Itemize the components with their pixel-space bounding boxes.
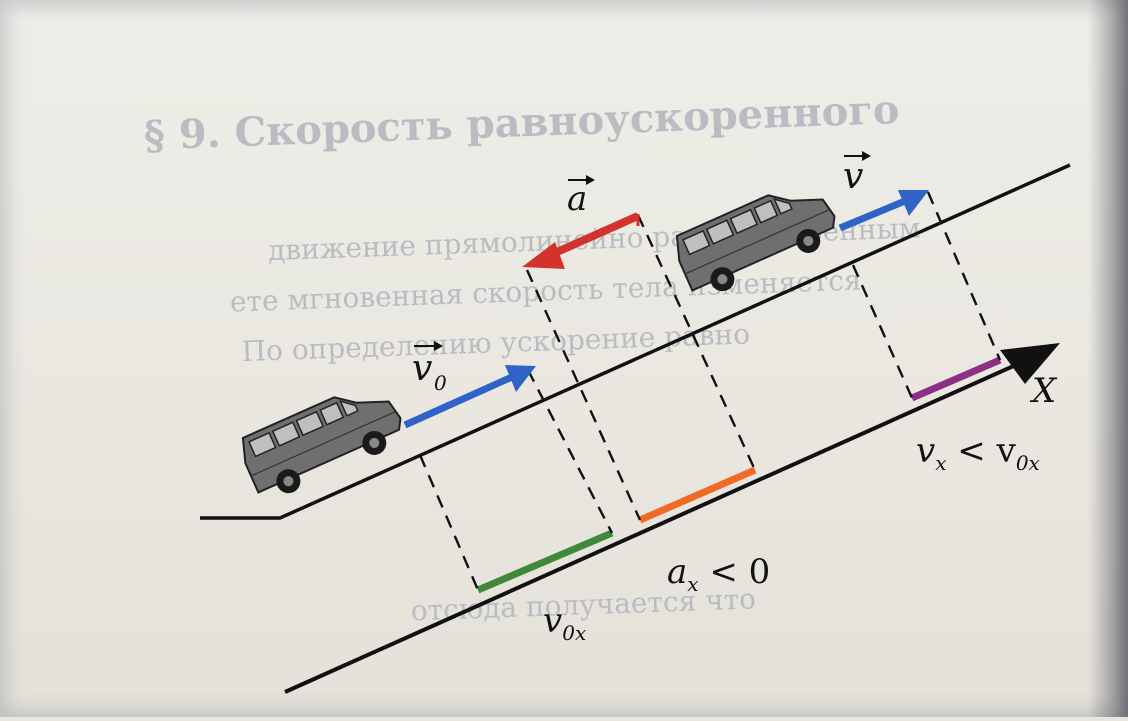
projection-v-start — [851, 264, 914, 399]
projection-a-start — [525, 269, 642, 521]
arrow-icon — [898, 190, 929, 216]
bg-heading: § 9. Скорость равноускоренного — [143, 86, 900, 159]
arrow-icon — [505, 365, 536, 392]
label-v0-main: v — [412, 348, 432, 389]
vx-segment — [910, 356, 1002, 402]
arrow-icon — [522, 242, 565, 269]
background-page-text: § 9. Скорость равноускоренного движение … — [143, 86, 921, 627]
x-axis: X — [284, 343, 1060, 694]
ax-relation-label: ax < 0 — [667, 552, 770, 596]
projection-v0-end — [526, 369, 614, 534]
a-vector-shaft — [546, 212, 640, 260]
x-axis-label: X — [1029, 371, 1058, 411]
arrow-icon — [862, 151, 871, 161]
x-axis-arrowhead — [1000, 343, 1060, 384]
road-line — [200, 163, 1071, 520]
a-vector — [522, 212, 640, 269]
label-v0: v 0 — [412, 341, 447, 395]
v0-vector-shaft — [403, 373, 514, 429]
x-axis-line — [284, 362, 1019, 694]
v0x-label: v0x — [543, 601, 586, 645]
v0-vector — [403, 365, 536, 429]
road-incline — [200, 163, 1071, 520]
v-vector — [838, 190, 929, 232]
arrow-icon — [586, 175, 595, 185]
label-v-main: v — [843, 156, 863, 197]
v0x-segment — [476, 529, 614, 594]
page-edge-shadow — [1088, 0, 1128, 717]
projection-a-end — [636, 214, 757, 471]
arrow-icon — [434, 341, 443, 351]
label-v0-sub: 0 — [434, 371, 447, 395]
ax-segment — [638, 466, 757, 524]
label-a-main: a — [567, 179, 587, 219]
label-a: a — [567, 175, 595, 219]
van-icon — [234, 375, 412, 507]
projection-v-end — [926, 191, 1002, 361]
vx-relation-label: vx < v0x — [916, 431, 1040, 475]
label-v: v — [843, 151, 871, 197]
v-vector-shaft — [838, 197, 907, 232]
projection-lines — [418, 191, 1002, 591]
projection-v0-start — [418, 454, 480, 591]
